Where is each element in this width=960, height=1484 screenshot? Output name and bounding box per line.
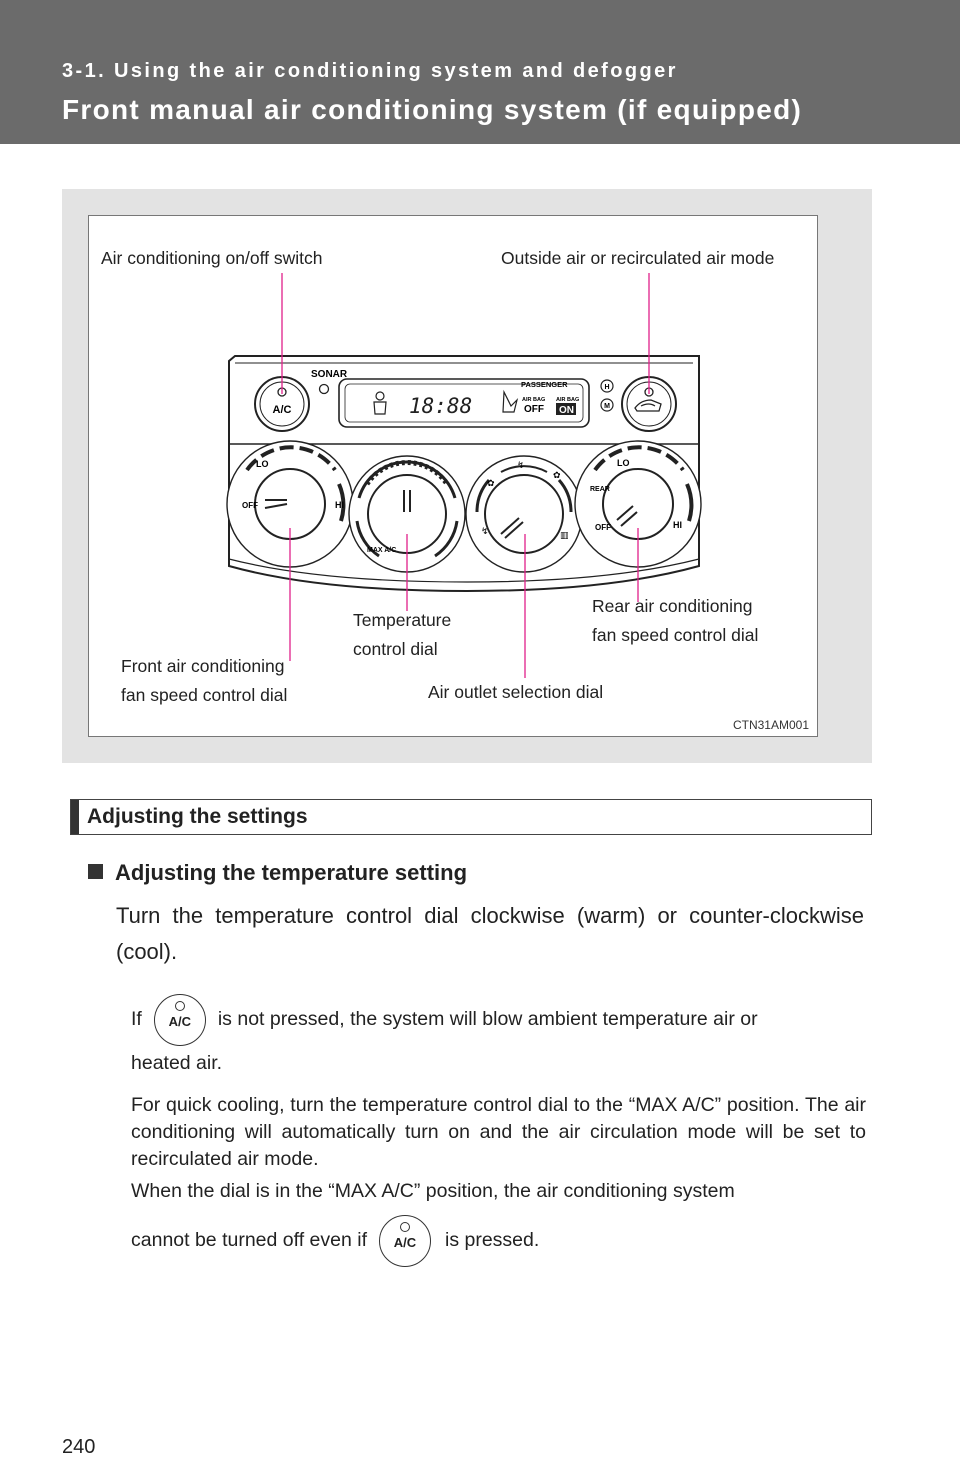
- rear-fan-speed-dial: LO REAR HI OFF: [574, 440, 702, 568]
- body-paragraph: Turn the temperature control dial clockw…: [116, 903, 864, 964]
- display-time: 18:88: [409, 394, 472, 418]
- square-bullet-icon: [88, 864, 103, 879]
- svg-text:OFF: OFF: [242, 501, 258, 510]
- figure-code: CTN31AM001: [732, 718, 809, 732]
- callout-rear-fan-dial: Rear air conditioning fan speed control …: [592, 596, 759, 645]
- ac-button-icon: A/C: [378, 1215, 431, 1267]
- airbag-off-state: OFF: [524, 404, 544, 415]
- page-header: 3-1. Using the air conditioning system a…: [0, 0, 960, 144]
- heading-accent: [71, 800, 79, 834]
- page-number: 240: [62, 1436, 96, 1458]
- temperature-dial: MAX A/C: [348, 455, 466, 573]
- note-max-ac: When the dial is in the “MAX A/C” positi…: [131, 1180, 735, 1202]
- svg-text:LO: LO: [617, 458, 630, 468]
- subheading: Adjusting the temperature setting: [88, 860, 467, 886]
- subheading-text: Adjusting the temperature setting: [115, 860, 468, 885]
- airbag-off-label: AIR BAG: [522, 397, 545, 403]
- callout-outlet-dial: Air outlet selection dial: [428, 682, 604, 702]
- svg-text:LO: LO: [256, 459, 269, 469]
- airbag-on-state: ON: [559, 405, 574, 416]
- section-heading-text: Adjusting the settings: [87, 805, 308, 828]
- passenger-label: PASSENGER: [521, 380, 568, 389]
- display-window: [338, 378, 590, 428]
- svg-text:HI: HI: [335, 500, 344, 510]
- page-title: Front manual air conditioning system (if…: [62, 94, 803, 125]
- callout-front-fan-dial: Front air conditioning fan speed control…: [121, 656, 288, 705]
- svg-text:✿: ✿: [487, 479, 495, 489]
- section-heading: Adjusting the settings: [70, 799, 872, 835]
- svg-text:REAR: REAR: [590, 486, 610, 493]
- svg-text:M: M: [604, 403, 610, 410]
- front-fan-speed-dial: LO HI OFF: [226, 440, 354, 568]
- svg-text:✿: ✿: [553, 471, 561, 481]
- figure-panel: A/C SONAR 18:88 PASSENGER AIR BAG OFF AI…: [62, 189, 872, 763]
- airbag-on-label: AIR BAG: [556, 397, 579, 403]
- section-label: 3-1. Using the air conditioning system a…: [62, 60, 678, 82]
- svg-text:H: H: [604, 384, 609, 391]
- callout-ac-switch: Air conditioning on/off switch: [101, 248, 323, 268]
- note-quick-cooling: For quick cooling, turn the temperature …: [131, 1094, 866, 1170]
- note-line-1-cont: heated air.: [131, 1052, 223, 1074]
- ac-button-icon: A/C: [153, 994, 206, 1046]
- ac-button-label: A/C: [273, 404, 292, 416]
- sonar-label: SONAR: [311, 369, 348, 380]
- svg-text:↯: ↯: [481, 527, 489, 537]
- air-outlet-dial: ✿ ↯ ✿ ↯ ▥: [465, 455, 583, 573]
- svg-text:↯: ↯: [517, 461, 525, 471]
- callout-air-mode: Outside air or recirculated air mode: [501, 248, 775, 268]
- figure-frame: A/C SONAR 18:88 PASSENGER AIR BAG OFF AI…: [88, 215, 818, 737]
- svg-text:OFF: OFF: [595, 523, 611, 532]
- svg-text:▥: ▥: [560, 531, 569, 541]
- callout-temperature-dial: Temperature control dial: [353, 610, 452, 659]
- svg-text:HI: HI: [673, 520, 682, 530]
- control-panel-illustration: A/C SONAR 18:88 PASSENGER AIR BAG OFF AI…: [226, 273, 702, 678]
- svg-text:MAX A/C: MAX A/C: [367, 547, 396, 554]
